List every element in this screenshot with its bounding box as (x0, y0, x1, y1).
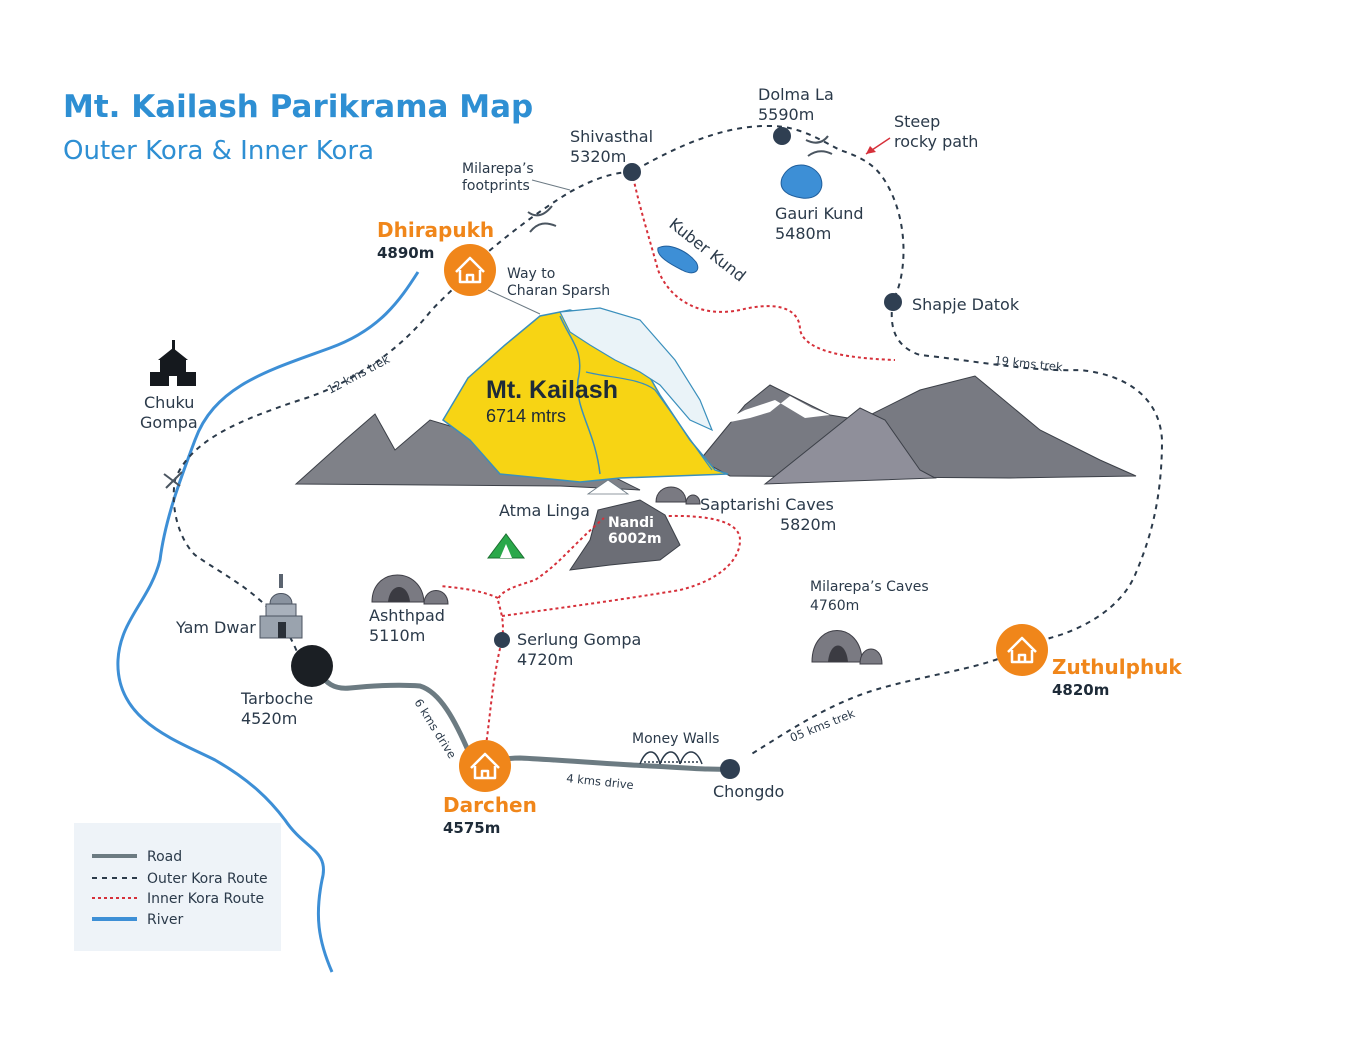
saptarishi-cave-icon (655, 486, 701, 505)
chuku-label-2: Gompa (140, 413, 198, 432)
ashthpad-alt: 5110m (369, 626, 425, 645)
legend-outer-kora: Outer Kora Route (147, 871, 268, 887)
money-walls-label: Money Walls (632, 731, 719, 747)
legend-road: Road (147, 849, 182, 865)
atma-linga-label: Atma Linga (499, 501, 590, 520)
milarepa-cave-icon (811, 630, 883, 665)
legend-river: River (147, 912, 184, 928)
serlung-gompa-marker (494, 632, 510, 648)
ashthpad-cave-icon (371, 574, 449, 605)
route-label-12km: 12 kms trek (325, 352, 392, 397)
tarboche-marker (291, 645, 333, 687)
map-title: Mt. Kailash Parikrama Map (63, 89, 533, 125)
chongdo-label: Chongdo (713, 782, 784, 801)
dolma-la-label: Dolma La (758, 85, 834, 104)
inner-kora-route (631, 171, 896, 361)
footprints-arrow (531, 179, 571, 191)
route-label-19km: 19 kms trek (994, 353, 1064, 374)
nandi-peak: Nandi 6002m (568, 499, 681, 571)
tent-icon (487, 533, 525, 559)
zuthulphuk-alt: 4820m (1052, 681, 1109, 699)
milarepa-caves-alt: 4760m (810, 598, 859, 614)
steep-label-1: Steep (894, 112, 940, 131)
footprints-label-2: footprints (462, 178, 530, 194)
ashthpad-label: Ashthpad (369, 606, 445, 625)
gauri-kund-lake (780, 164, 823, 199)
dolma-la-marker (773, 127, 791, 145)
outer-kora-route (172, 124, 1164, 756)
gauri-kund-label: Gauri Kund (775, 204, 864, 223)
serlung-label: Serlung Gompa (517, 630, 641, 649)
bridge-icon (805, 135, 833, 157)
inner-kora-route-south (439, 514, 742, 753)
saptarishi-label: Saptarishi Caves (700, 495, 834, 514)
map-subtitle: Outer Kora & Inner Kora (63, 136, 374, 166)
charan-sparsh-label-1: Way to (507, 266, 555, 282)
zuthulphuk-camp-icon (996, 624, 1048, 676)
charan-sparsh-label-2: Charan Sparsh (507, 283, 610, 299)
route-label-6km: 6 kms drive (411, 696, 459, 761)
shivasthal-alt: 5320m (570, 147, 626, 166)
shapje-datok-label: Shapje Datok (912, 295, 1020, 314)
gauri-kund-alt: 5480m (775, 224, 831, 243)
dhirapukh-alt: 4890m (377, 244, 434, 262)
serlung-alt: 4720m (517, 650, 573, 669)
saptarishi-alt: 5820m (780, 515, 836, 534)
darchen-camp-icon (459, 740, 511, 792)
zuthulphuk-label: Zuthulphuk (1052, 655, 1182, 679)
darchen-label: Darchen (443, 793, 537, 817)
yam-dwar-label: Yam Dwar (175, 618, 256, 637)
steep-path-arrowhead (866, 146, 876, 154)
dhirapukh-camp-icon (444, 244, 496, 296)
legend-inner-kora: Inner Kora Route (147, 891, 264, 907)
charan-sparsh-arrow (487, 289, 541, 315)
shapje-datok-marker (884, 293, 902, 311)
milarepa-caves-label: Milarepa’s Caves (810, 579, 929, 595)
dolma-la-alt: 5590m (758, 105, 814, 124)
shivasthal-marker (623, 163, 641, 181)
darchen-alt: 4575m (443, 819, 500, 837)
dhirapukh-label: Dhirapukh (377, 218, 494, 242)
chuku-gompa-icon (150, 340, 196, 386)
footprints-label-1: Milarepa’s (462, 161, 534, 177)
tarboche-alt: 4520m (241, 709, 297, 728)
yam-dwar-stupa-icon (259, 574, 303, 639)
bridge-icon (163, 471, 183, 489)
atma-linga-shape (586, 479, 630, 495)
mt-kailash: Mt. Kailash 6714 mtrs (442, 307, 729, 483)
bridge-icon (527, 205, 557, 233)
map-legend: Road Outer Kora Route Inner Kora Route R… (74, 823, 281, 951)
kailash-name: Mt. Kailash (486, 376, 618, 404)
steep-label-2: rocky path (894, 132, 978, 151)
money-walls-icon (639, 751, 703, 765)
kailash-altitude: 6714 mtrs (486, 406, 566, 426)
chuku-label-1: Chuku (144, 393, 194, 412)
route-label-4km: 4 kms drive (566, 771, 635, 792)
river (116, 271, 420, 973)
tarboche-label: Tarboche (240, 689, 313, 708)
kuber-kund-lake (657, 245, 699, 274)
nandi-altitude: 6002m (608, 531, 662, 547)
chongdo-marker (720, 759, 740, 779)
shivasthal-label: Shivasthal (570, 127, 653, 146)
nandi-name: Nandi (608, 515, 654, 531)
